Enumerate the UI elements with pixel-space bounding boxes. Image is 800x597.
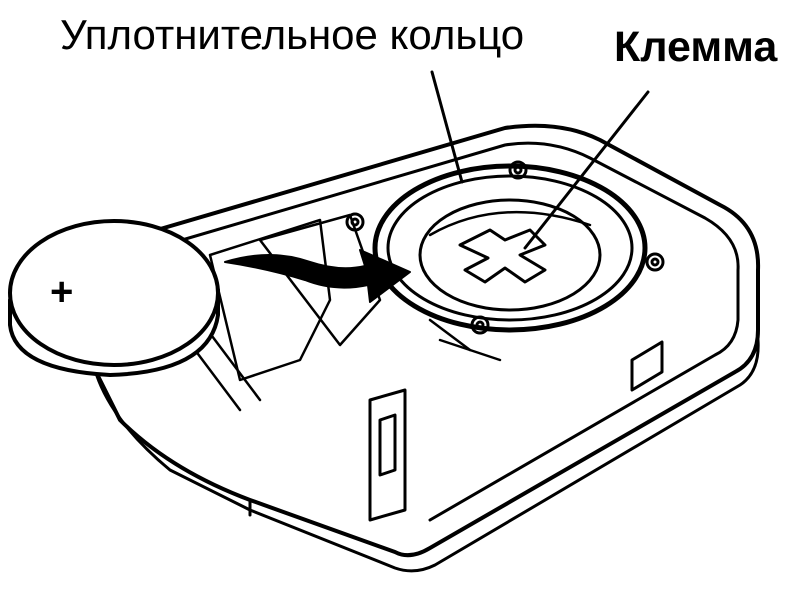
seal-ring-label: Уплотнительное кольцо: [60, 11, 525, 58]
side-clip: [368, 340, 664, 522]
insertion-arrow: [224, 249, 411, 303]
case-screws: [345, 160, 665, 335]
battery-polarity-label: +: [50, 270, 74, 314]
coin-battery: [8, 219, 220, 377]
terminal-contact: [458, 228, 547, 284]
seal-ring-leader-line: [430, 70, 464, 184]
terminal-label: Клемма: [614, 23, 778, 71]
terminal-leader-line: [523, 90, 650, 250]
